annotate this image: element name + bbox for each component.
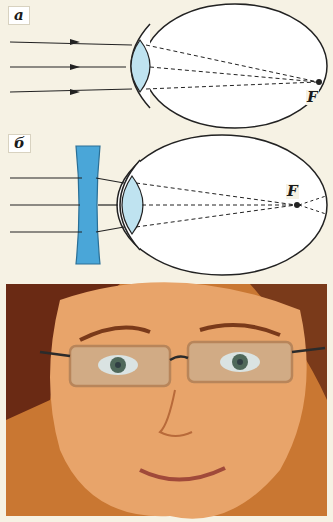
panel-letter: а bbox=[8, 6, 30, 25]
eye-diagram-b bbox=[10, 135, 327, 275]
panel-letter: б bbox=[8, 134, 31, 153]
eye-diagram-a bbox=[10, 4, 327, 128]
focus-label: F bbox=[286, 184, 299, 199]
photo-woman-glasses bbox=[6, 282, 327, 518]
focus-label: F bbox=[306, 90, 319, 105]
